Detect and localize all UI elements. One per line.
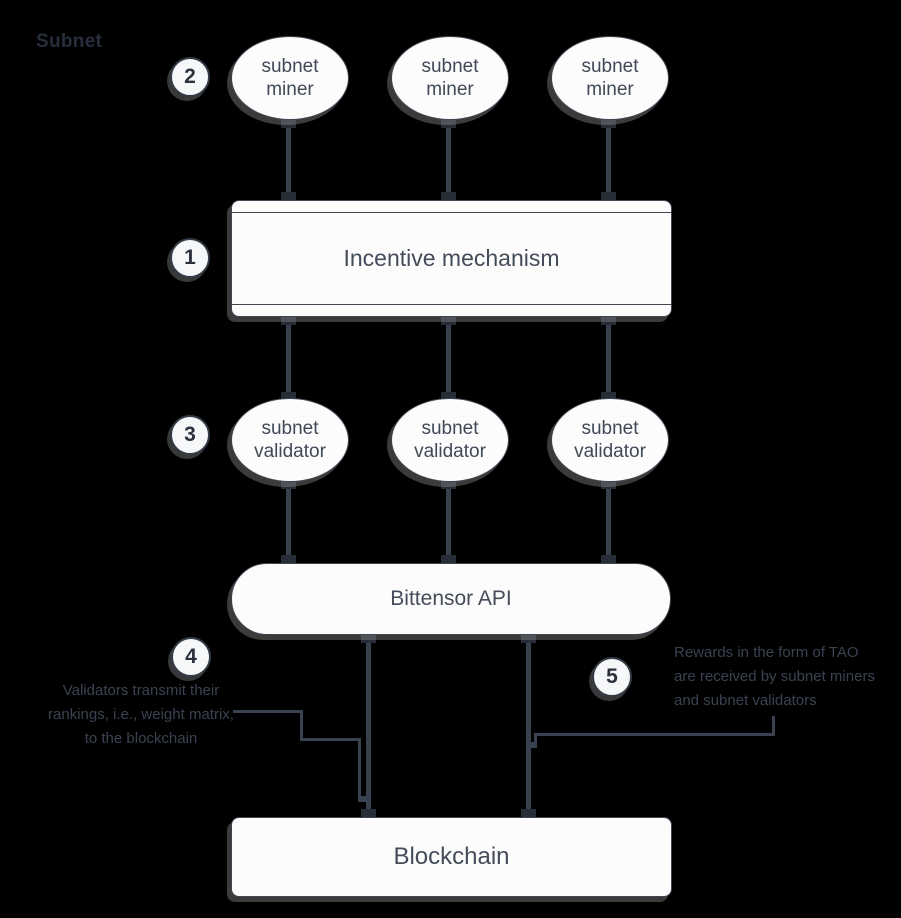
- annotation-right-connector: [534, 733, 537, 747]
- connector-incentive-validator3: [601, 316, 616, 401]
- annotation-line: rankings, i.e., weight matrix,: [48, 706, 234, 723]
- divider-line: [232, 212, 671, 213]
- annotation-left-connector: [300, 738, 361, 741]
- node-label: miner: [266, 79, 314, 100]
- badge-5-emissions-note: 5: [592, 657, 632, 697]
- annotation-line: and subnet validators: [674, 692, 817, 709]
- node-label: Blockchain: [393, 843, 510, 870]
- node-label: subnet: [581, 56, 639, 77]
- annotation-right-connector: [772, 716, 775, 736]
- node-subnet-miner-2: subnet miner: [391, 36, 509, 120]
- annotation-weights-to-blockchain: Validators transmit their rankings, i.e.…: [40, 679, 242, 751]
- connector-miner1-incentive: [281, 119, 296, 201]
- badge-3-validators: 3: [170, 415, 210, 455]
- node-label: Bittensor API: [390, 587, 512, 610]
- annotation-line: Validators transmit their: [62, 682, 220, 699]
- node-label: subnet: [421, 56, 479, 77]
- node-subnet-miner-3: subnet miner: [551, 36, 669, 120]
- badge-2-miners: 2: [170, 57, 210, 97]
- node-blockchain: Blockchain: [231, 817, 672, 897]
- connector-api-blockchain-left: [361, 634, 376, 818]
- connector-validator1-api: [281, 480, 296, 564]
- node-bittensor-api: Bittensor API: [231, 563, 671, 635]
- node-label: validator: [574, 441, 646, 462]
- annotation-right-connector: [534, 733, 775, 736]
- badge-4-api-note: 4: [171, 637, 211, 677]
- annotation-right-connector: [526, 742, 537, 748]
- node-incentive-mechanism: Incentive mechanism: [231, 200, 672, 317]
- node-subnet-validator-1: subnet validator: [231, 398, 349, 482]
- node-subnet-validator-3: subnet validator: [551, 398, 669, 482]
- annotation-left-connector: [358, 738, 361, 800]
- connector-incentive-validator2: [441, 316, 456, 401]
- node-label: subnet: [261, 418, 319, 439]
- connector-incentive-validator1: [281, 316, 296, 401]
- connector-api-blockchain-right: [521, 634, 536, 818]
- node-label: subnet: [261, 56, 319, 77]
- annotation-line: to the blockchain: [84, 730, 198, 747]
- node-label: miner: [586, 79, 634, 100]
- connector-miner2-incentive: [441, 119, 456, 201]
- annotation-left-connector: [300, 710, 303, 741]
- annotation-emissions-received: Rewards in the form of TAO are received …: [674, 641, 901, 713]
- node-label: validator: [414, 441, 486, 462]
- annotation-left-connector: [233, 710, 303, 713]
- connector-validator2-api: [441, 480, 456, 564]
- node-label: miner: [426, 79, 474, 100]
- annotation-line: Rewards in the form of TAO: [674, 644, 859, 661]
- divider-line: [232, 304, 671, 305]
- connector-miner3-incentive: [601, 119, 616, 201]
- node-subnet-miner-1: subnet miner: [231, 36, 349, 120]
- diagram-title: Subnet: [36, 31, 103, 52]
- node-label: subnet: [421, 418, 479, 439]
- node-label: validator: [254, 441, 326, 462]
- annotation-line: are received by subnet miners: [674, 668, 875, 685]
- annotation-left-connector: [358, 796, 371, 802]
- node-subnet-validator-2: subnet validator: [391, 398, 509, 482]
- connector-validator3-api: [601, 480, 616, 564]
- node-label: Incentive mechanism: [343, 245, 560, 271]
- badge-1-incentive: 1: [170, 238, 210, 278]
- node-label: subnet: [581, 418, 639, 439]
